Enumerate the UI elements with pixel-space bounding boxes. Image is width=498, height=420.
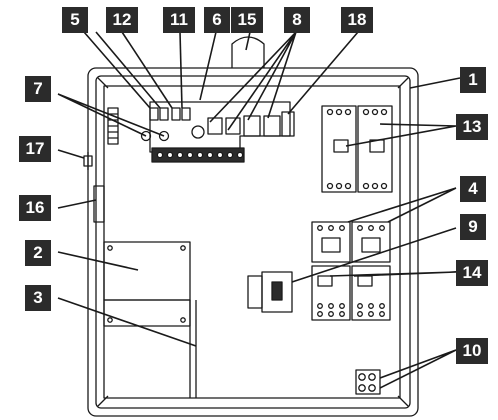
- callout-7: 7: [25, 76, 51, 102]
- side-latch: [93, 185, 105, 223]
- overload-units: [311, 265, 391, 321]
- callout-13: 13: [456, 114, 488, 140]
- callout-1: 1: [460, 67, 486, 93]
- callout-3: 3: [25, 285, 51, 311]
- mounting-bracket: [103, 299, 197, 398]
- callout-17: 17: [19, 136, 51, 162]
- ground-lugs: [355, 369, 381, 395]
- cable-entry: [231, 36, 265, 68]
- main-contactors: [321, 105, 393, 193]
- callout-11: 11: [163, 7, 195, 33]
- callout-10: 10: [456, 338, 488, 364]
- callout-14: 14: [456, 260, 488, 286]
- leader-lines: [57, 31, 461, 389]
- callout-18: 18: [341, 7, 373, 33]
- vent-plug: [83, 152, 93, 170]
- callout-4: 4: [460, 176, 486, 202]
- transformer-plate: [103, 241, 191, 301]
- callout-2: 2: [25, 240, 51, 266]
- callout-8: 8: [284, 7, 310, 33]
- callout-9: 9: [460, 214, 486, 240]
- circuit-breaker: [247, 271, 293, 313]
- circuit-board: [140, 101, 295, 153]
- terminal-strip: [151, 147, 245, 163]
- callout-5: 5: [62, 7, 88, 33]
- left-terminal-block: [107, 107, 119, 145]
- relay-modules: [311, 221, 391, 263]
- callout-12: 12: [106, 7, 138, 33]
- callout-15: 15: [231, 7, 263, 33]
- callout-16: 16: [19, 195, 51, 221]
- callout-6: 6: [204, 7, 230, 33]
